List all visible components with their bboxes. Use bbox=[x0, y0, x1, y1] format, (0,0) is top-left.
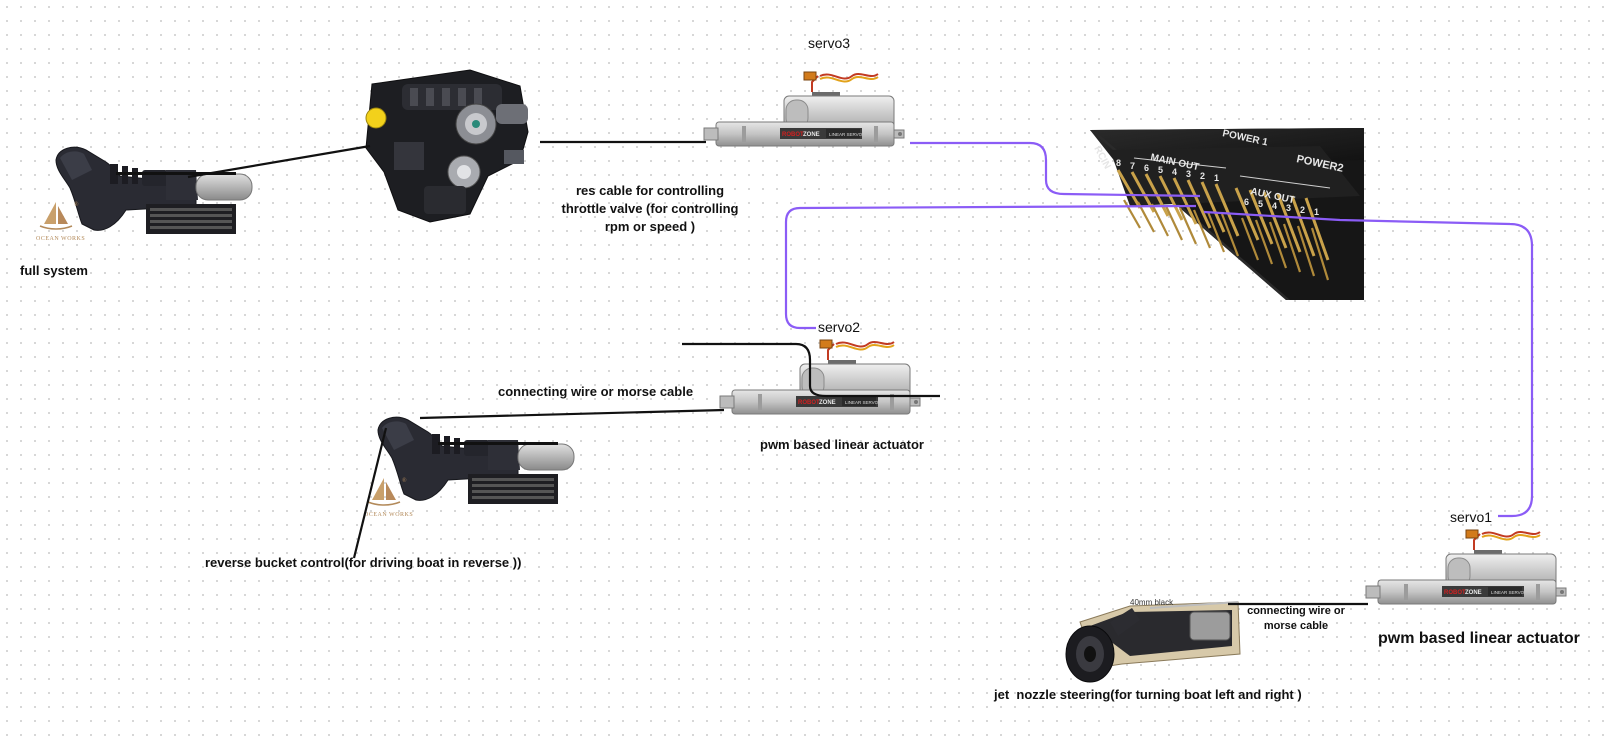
label-connecting-wire-mid: connecting wire or morse cable bbox=[498, 384, 694, 399]
label-reverse-bucket: reverse bucket control(for driving boat … bbox=[205, 555, 522, 570]
aux-pin-5: 5 bbox=[1258, 199, 1263, 209]
ocean-works-logo-top: OCEAN WORKS ® bbox=[36, 201, 85, 242]
actuator1-brand-zone: ZONE bbox=[1465, 590, 1482, 596]
connecting-wire-mid bbox=[419, 408, 725, 420]
main-pin-4: 4 bbox=[1172, 167, 1177, 177]
aux-pin-4: 4 bbox=[1272, 201, 1277, 211]
logo-text-top: OCEAN WORKS bbox=[36, 236, 85, 242]
aux-pin-6: 6 bbox=[1244, 197, 1249, 207]
actuator1-model: LINEAR SERVO bbox=[1491, 590, 1525, 595]
label-res-cable-line1: res cable for controlling bbox=[575, 183, 725, 198]
label-servo3: servo3 bbox=[808, 35, 851, 51]
signal-wire-servo3 bbox=[910, 141, 1201, 198]
label-servo1: servo1 bbox=[1450, 509, 1493, 525]
label-jet-nozzle: jet nozzle steering(for turning boat lef… bbox=[994, 687, 1302, 702]
label-connecting-wire-right-line2: morse cable bbox=[1263, 620, 1329, 632]
signal-wire-servo1 bbox=[1203, 210, 1534, 518]
aux-pin-3: 3 bbox=[1286, 203, 1291, 213]
aux-pin-1: 1 bbox=[1314, 207, 1319, 217]
main-pin-7: 7 bbox=[1130, 161, 1135, 171]
label-full-system: full system bbox=[20, 263, 88, 278]
ocean-works-logo-mid: OCEAN WORKS ® bbox=[364, 477, 413, 518]
linear-actuator-servo2: ROBOT ZONE LINEAR SERVO bbox=[719, 339, 921, 415]
main-pin-1: 1 bbox=[1214, 173, 1219, 183]
flight-controller: RCIN POWER 1 POWER2 MAIN OUT AUX OUT 8 7… bbox=[1090, 128, 1364, 300]
actuator2-brand-zone: ZONE bbox=[819, 400, 836, 406]
throttle-cable-full-system bbox=[187, 144, 371, 179]
actuator3-model: LINEAR SERVO bbox=[829, 132, 863, 137]
main-pin-6: 6 bbox=[1144, 163, 1149, 173]
actuator2-model: LINEAR SERVO bbox=[845, 400, 879, 405]
reverse-bucket-jet-drive bbox=[377, 416, 575, 505]
label-pwm-actuator-mid: pwm based linear actuator bbox=[760, 437, 924, 452]
reverse-bucket-pointer bbox=[352, 427, 388, 559]
label-connecting-wire-right-line1: connecting wire or bbox=[1247, 605, 1345, 617]
label-pwm-actuator-right: pwm based linear actuator bbox=[1378, 630, 1580, 647]
full-system-jet-drive bbox=[55, 146, 253, 235]
servo2-bent-cable bbox=[682, 342, 940, 398]
linear-actuator-servo3: ROBOT ZONE LINEAR SERVO bbox=[703, 71, 905, 147]
label-res-cable-line2: throttle valve (for controlling bbox=[561, 201, 739, 216]
aux-pin-2: 2 bbox=[1300, 205, 1305, 215]
main-pin-8: 8 bbox=[1116, 158, 1121, 168]
logo-registered-top: ® bbox=[74, 201, 79, 208]
jet-nozzle-steering bbox=[1065, 601, 1241, 683]
actuator3-brand-robot: ROBOT bbox=[782, 132, 804, 138]
linear-actuator-servo1: ROBOT ZONE LINEAR SERVO bbox=[1365, 529, 1567, 605]
main-pin-5: 5 bbox=[1158, 165, 1163, 175]
main-pin-3: 3 bbox=[1186, 169, 1191, 179]
logo-text-mid: OCEAN WORKS bbox=[364, 512, 413, 518]
logo-registered-mid: ® bbox=[402, 477, 407, 484]
engine bbox=[365, 69, 529, 223]
actuator3-brand-zone: ZONE bbox=[803, 132, 820, 138]
actuator2-brand-robot: ROBOT bbox=[798, 400, 820, 406]
main-pin-2: 2 bbox=[1200, 171, 1205, 181]
actuator1-brand-robot: ROBOT bbox=[1444, 590, 1466, 596]
label-servo2: servo2 bbox=[818, 319, 861, 335]
signal-wire-servo2 bbox=[784, 204, 1197, 330]
label-nozzle-tag: 40mm black bbox=[1130, 598, 1174, 607]
label-res-cable-line3: rpm or speed ) bbox=[604, 219, 696, 234]
